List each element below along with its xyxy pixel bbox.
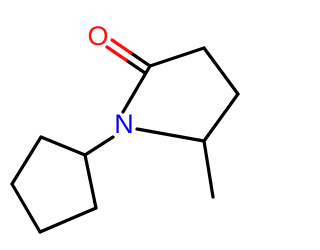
cyclopentyl-bond-1 (83, 153, 98, 210)
cyclopentyl-bond-2 (38, 206, 98, 234)
structure-diagram: O N (10, 21, 240, 234)
bond-c2-c3 (148, 46, 206, 68)
methyl-bond (202, 139, 215, 199)
bond-c5-n1 (135, 127, 206, 143)
bond-c2-o-part-1 (129, 51, 152, 68)
oxygen-atom-label: O (87, 21, 108, 51)
bond-c3-c4 (202, 46, 240, 96)
pyrrolidinone-ring (121, 46, 240, 143)
cyclopentyl-bond-4 (10, 135, 43, 186)
bond-c2-o-part-3 (124, 58, 147, 75)
bond-c2-o-part-4 (105, 45, 128, 62)
bond-n1-cyclopentyl (83, 135, 115, 157)
cyclopentyl-bond-5 (39, 135, 87, 157)
nitrogen-atom-label: N (114, 109, 134, 139)
bond-c2-o-part-2 (110, 38, 133, 55)
bond-c4-c5 (202, 92, 240, 143)
cyclopentyl-bond-3 (10, 182, 42, 234)
cyclopentyl-ring (10, 135, 98, 234)
carbonyl-double-bond (105, 38, 152, 75)
